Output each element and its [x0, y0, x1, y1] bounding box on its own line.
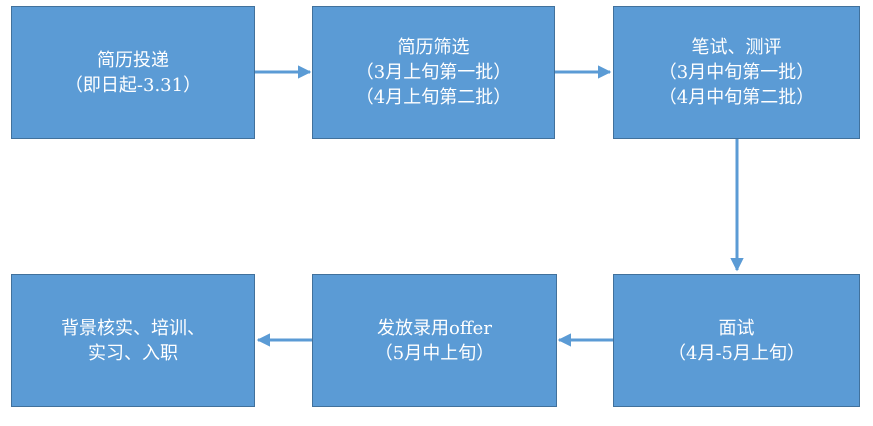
step-resume-submission-title: 简历投递 [97, 49, 169, 71]
step-resume-screening-title: 简历筛选 [397, 37, 470, 58]
step-resume-submission: 简历投递 （即日起-3.31） [11, 6, 255, 139]
step-resume-submission-date: （即日起-3.31） [64, 74, 202, 96]
step-resume-screening-batch-1: （3月上旬第一批） [355, 62, 512, 83]
step-resume-screening: 简历筛选 （3月上旬第一批） （4月上旬第二批） [312, 6, 555, 139]
step-written-test-batch-1: （3月中旬第一批） [658, 62, 815, 83]
step-written-test-title: 笔试、测评 [691, 37, 782, 58]
step-offer-date: （5月中上旬） [374, 342, 495, 364]
step-written-test: 笔试、测评 （3月中旬第一批） （4月中旬第二批） [613, 6, 860, 139]
step-interview: 面试 （4月-5月上旬） [613, 274, 860, 407]
step-offer: 发放录用offer （5月中上旬） [312, 274, 557, 407]
step-onboarding-line-2: 实习、入职 [88, 342, 178, 364]
step-interview-date: （4月-5月上旬） [668, 342, 805, 364]
step-resume-screening-batch-2: （4月上旬第二批） [355, 87, 512, 108]
step-onboarding-line-1: 背景核实、培训、 [61, 317, 205, 339]
step-onboarding: 背景核实、培训、 实习、入职 [11, 274, 255, 407]
step-written-test-batch-2: （4月中旬第二批） [658, 87, 815, 108]
step-offer-title: 发放录用offer [377, 317, 492, 339]
step-interview-title: 面试 [718, 317, 755, 339]
